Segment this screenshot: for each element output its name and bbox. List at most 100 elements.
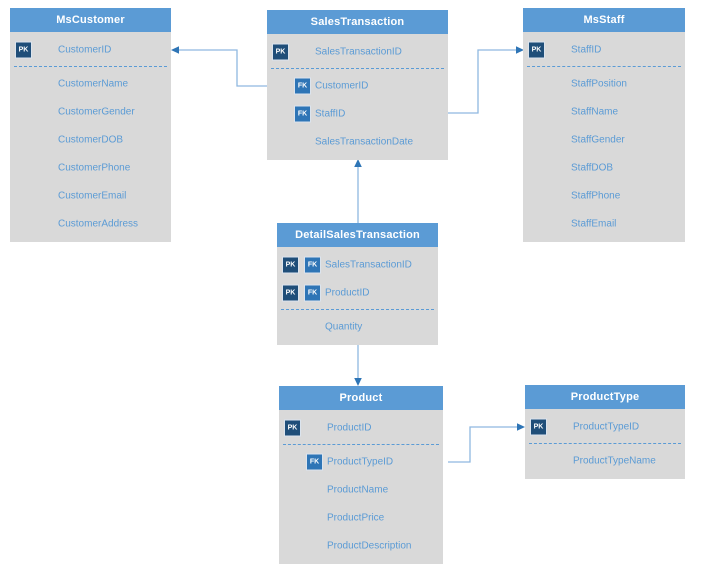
table-salestransaction[interactable]: SalesTransaction PK SalesTransactionID F…: [267, 10, 448, 160]
table-title: ProductType: [525, 385, 685, 409]
field-row: SalesTransactionDate: [267, 128, 448, 156]
pk-separator: [529, 443, 681, 444]
arrowhead-up-salestransaction: [354, 159, 362, 167]
field-row: StaffGender: [523, 126, 685, 154]
field-row: StaffPhone: [523, 182, 685, 210]
table-msstaff[interactable]: MsStaff PK StaffID StaffPosition StaffNa…: [523, 8, 685, 242]
field-row: CustomerEmail: [10, 182, 171, 210]
field-name: Quantity: [325, 321, 363, 333]
pk-separator: [283, 444, 439, 445]
field-name: SalesTransactionID: [325, 259, 412, 271]
pk-separator: [271, 68, 444, 69]
field-row: ProductPrice: [279, 504, 443, 532]
field-row: PK ProductID: [279, 414, 443, 442]
field-row: PK StaffID: [523, 36, 685, 64]
field-row: PK FK SalesTransactionID: [277, 251, 438, 279]
arrowhead-right-producttype: [517, 423, 525, 431]
table-fields: PK SalesTransactionID FK CustomerID FK S…: [267, 34, 448, 160]
field-row: PK CustomerID: [10, 36, 171, 64]
field-name: StaffID: [315, 108, 346, 120]
field-row: StaffPosition: [523, 70, 685, 98]
field-name: StaffName: [571, 106, 619, 118]
table-fields: PK FK SalesTransactionID PK FK ProductID…: [277, 247, 438, 345]
field-name: CustomerID: [315, 80, 369, 92]
field-name: ProductName: [327, 484, 389, 496]
field-name: ProductID: [327, 422, 372, 434]
field-name: StaffGender: [571, 134, 625, 146]
table-title: DetailSalesTransaction: [277, 223, 438, 247]
field-name: StaffDOB: [571, 162, 614, 174]
field-name: ProductID: [325, 287, 370, 299]
pk-badge: PK: [530, 418, 547, 436]
connector-product-producttype[interactable]: [448, 426, 518, 463]
field-name: SalesTransactionDate: [315, 136, 414, 148]
field-row: PK FK ProductID: [277, 279, 438, 307]
field-name: ProductPrice: [327, 512, 385, 524]
fk-badge: FK: [304, 256, 321, 274]
field-name: SalesTransactionID: [315, 46, 402, 58]
table-fields: PK StaffID StaffPosition StaffName Staff…: [523, 32, 685, 242]
field-row: StaffDOB: [523, 154, 685, 182]
pk-separator: [281, 309, 434, 310]
field-row: StaffName: [523, 98, 685, 126]
field-row: FK StaffID: [267, 100, 448, 128]
pk-separator: [527, 66, 681, 67]
arrowhead-left-mscustomer: [171, 46, 179, 54]
field-row: FK CustomerID: [267, 72, 448, 100]
table-fields: PK CustomerID CustomerName CustomerGende…: [10, 32, 171, 242]
fk-badge: FK: [304, 284, 321, 302]
arrowhead-right-msstaff: [516, 46, 524, 54]
arrowhead-down-product: [354, 378, 362, 386]
field-name: StaffPosition: [571, 78, 627, 90]
field-row: PK ProductTypeID: [525, 413, 685, 441]
field-row: CustomerDOB: [10, 126, 171, 154]
pk-badge: PK: [272, 43, 289, 61]
field-row: CustomerAddress: [10, 210, 171, 238]
field-row: PK SalesTransactionID: [267, 38, 448, 66]
field-name: CustomerAddress: [58, 218, 139, 230]
table-fields: PK ProductTypeID ProductTypeName: [525, 409, 685, 479]
table-detailsalestransaction[interactable]: DetailSalesTransaction PK FK SalesTransa…: [277, 223, 438, 345]
field-row: ProductName: [279, 476, 443, 504]
table-title: SalesTransaction: [267, 10, 448, 34]
fk-badge: FK: [294, 77, 311, 95]
connector-salestransaction-msstaff[interactable]: [448, 49, 517, 114]
fk-badge: FK: [294, 105, 311, 123]
table-title: MsCustomer: [10, 8, 171, 32]
field-row: CustomerPhone: [10, 154, 171, 182]
field-name: CustomerPhone: [58, 162, 131, 174]
connector-salestransaction-mscustomer[interactable]: [178, 49, 267, 87]
pk-badge: PK: [284, 419, 301, 437]
field-row: FK ProductTypeID: [279, 448, 443, 476]
table-title: Product: [279, 386, 443, 410]
field-name: CustomerName: [58, 78, 129, 90]
field-name: CustomerGender: [58, 106, 135, 118]
fk-badge: FK: [306, 453, 323, 471]
field-name: StaffEmail: [571, 218, 617, 230]
field-name: StaffPhone: [571, 190, 621, 202]
field-name: CustomerDOB: [58, 134, 124, 146]
field-name: CustomerID: [58, 44, 112, 56]
table-title: MsStaff: [523, 8, 685, 32]
pk-separator: [14, 66, 167, 67]
table-producttype[interactable]: ProductType PK ProductTypeID ProductType…: [525, 385, 685, 479]
field-row: CustomerGender: [10, 98, 171, 126]
field-name: ProductTypeID: [573, 421, 640, 433]
field-name: ProductTypeID: [327, 456, 394, 468]
pk-badge: PK: [528, 41, 545, 59]
field-row: StaffEmail: [523, 210, 685, 238]
pk-badge: PK: [15, 41, 32, 59]
field-name: ProductTypeName: [573, 455, 656, 467]
pk-badge: PK: [282, 256, 299, 274]
field-row: CustomerName: [10, 70, 171, 98]
field-name: CustomerEmail: [58, 190, 127, 202]
table-mscustomer[interactable]: MsCustomer PK CustomerID CustomerName Cu…: [10, 8, 171, 242]
field-name: StaffID: [571, 44, 602, 56]
field-row: ProductDescription: [279, 532, 443, 560]
field-name: ProductDescription: [327, 540, 412, 552]
field-row: ProductTypeName: [525, 447, 685, 475]
table-product[interactable]: Product PK ProductID FK ProductTypeID Pr…: [279, 386, 443, 564]
pk-badge: PK: [282, 284, 299, 302]
